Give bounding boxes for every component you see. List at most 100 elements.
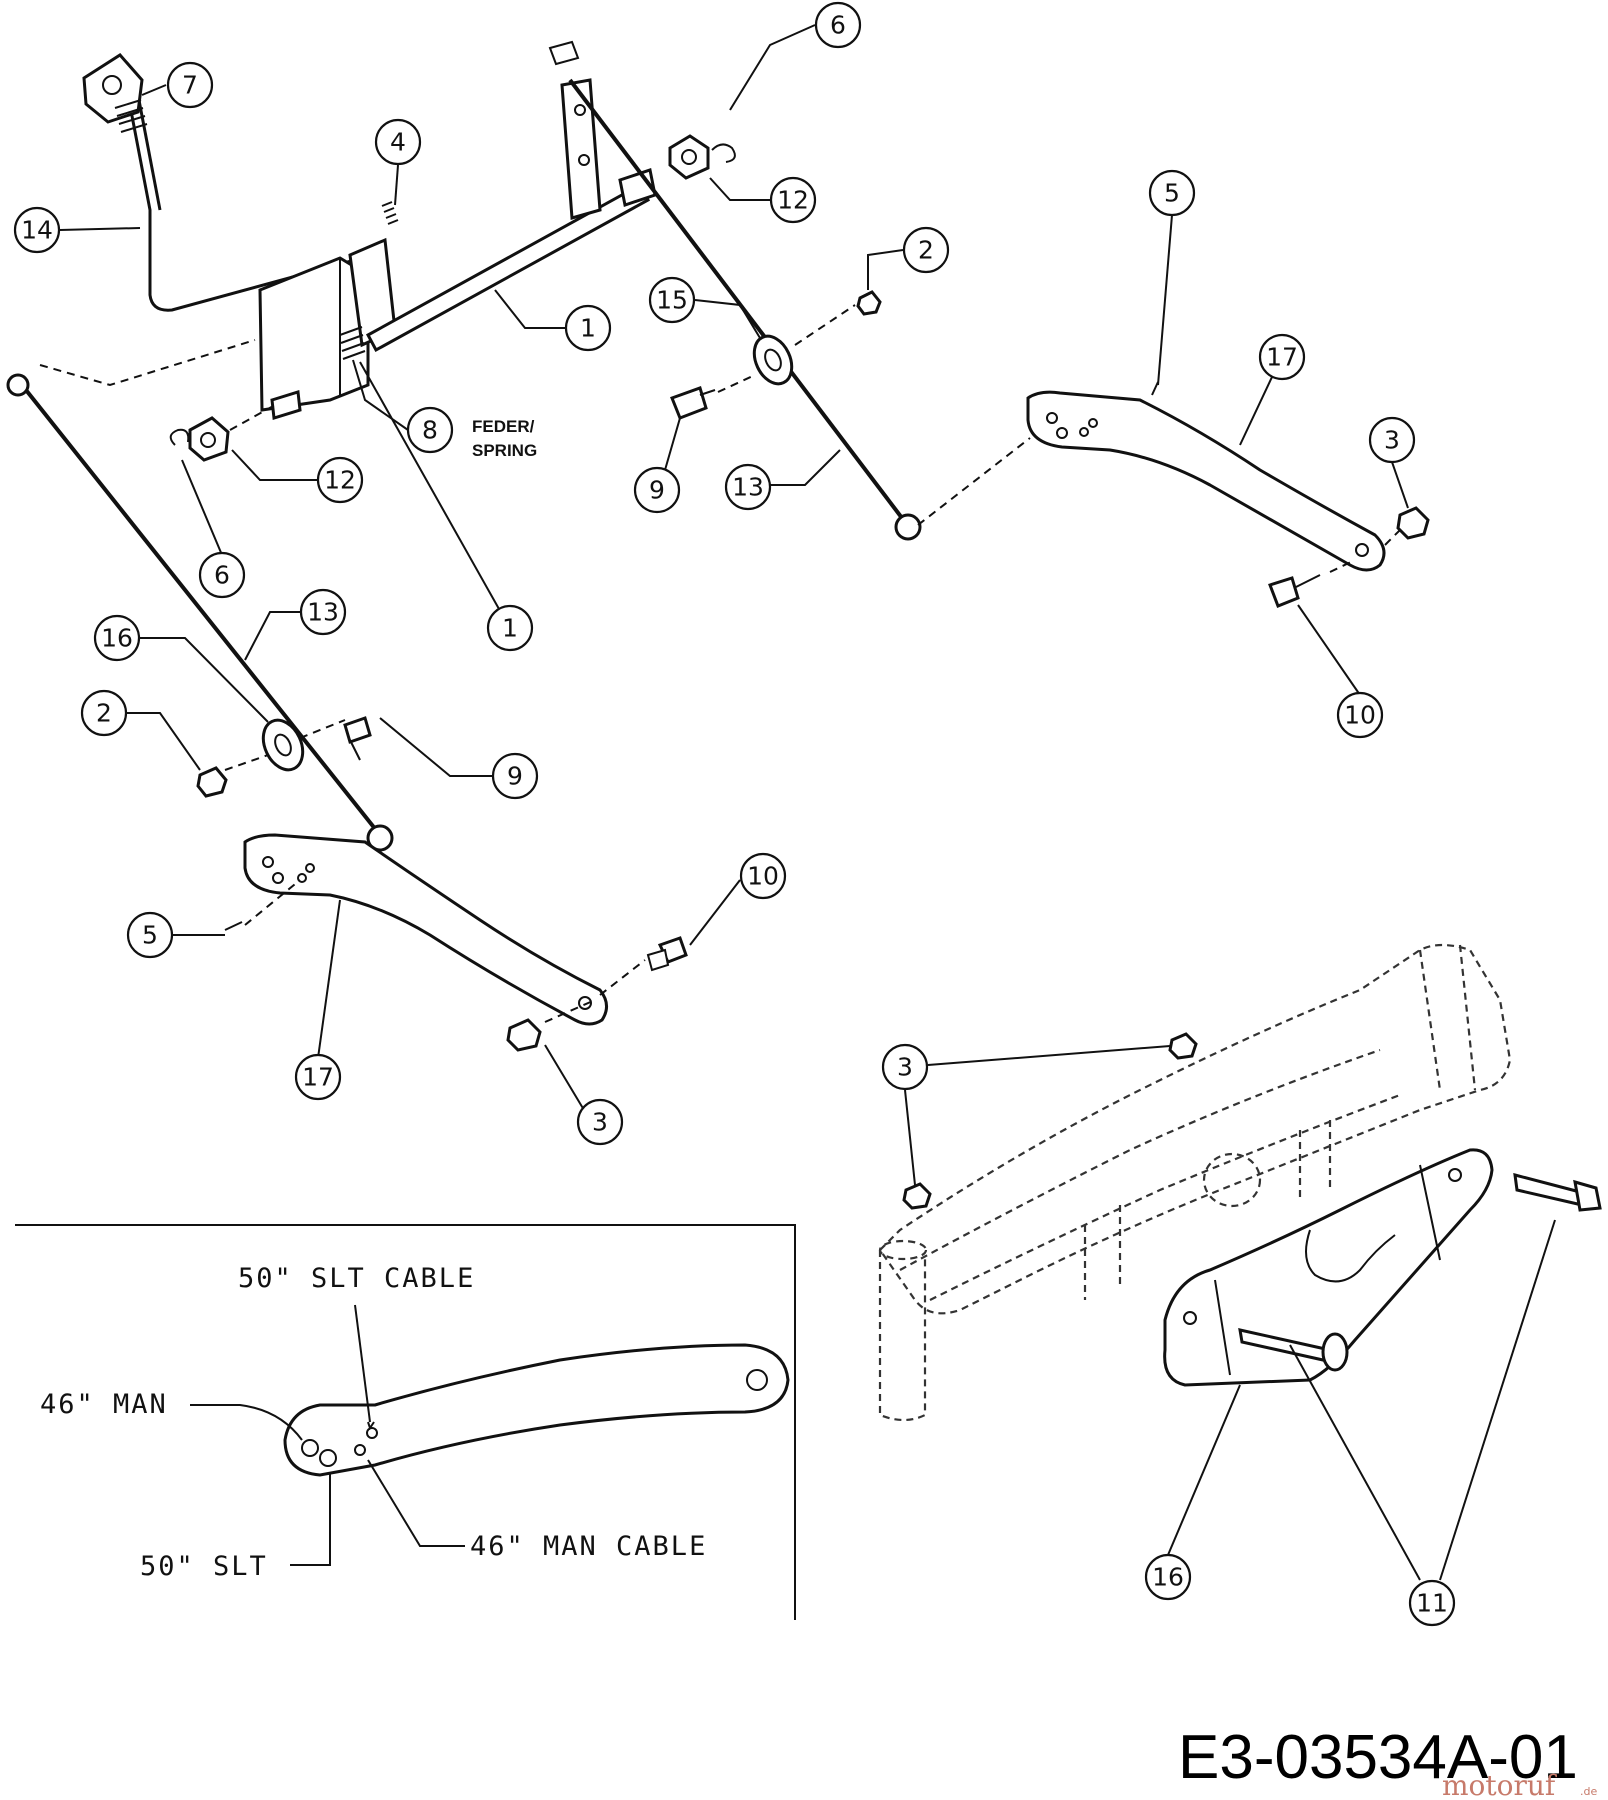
right-locknut (856, 290, 882, 316)
label-50-slt: 50" SLT (140, 1551, 268, 1582)
hole-50-slt (319, 1449, 337, 1467)
svg-text:1: 1 (580, 314, 596, 343)
right-cotter-pin (1151, 381, 1159, 396)
hole-46-man (301, 1439, 319, 1457)
svg-text:13: 13 (732, 473, 764, 502)
deck-hanger-assembly (878, 943, 1602, 1422)
svg-text:2: 2 (96, 699, 112, 728)
callout-5-left: 5 (126, 911, 174, 959)
callout-5-right: 5 (1148, 169, 1196, 217)
right-flange-nut (1396, 506, 1430, 540)
callout-13-left: 13 (299, 588, 347, 636)
label-46-man: 46" MAN (40, 1389, 168, 1420)
left-lift-link (243, 833, 608, 1026)
svg-text:8: 8 (422, 416, 438, 445)
handle-spring (114, 99, 148, 133)
left-shoulder-bolt (343, 716, 372, 744)
right-e-clip (711, 143, 736, 163)
lift-shaft (365, 182, 651, 353)
svg-text:12: 12 (777, 186, 809, 215)
inset-lift-link (283, 1343, 790, 1477)
callout-2-left: 2 (80, 689, 128, 737)
label-46-man-cable: 46" MAN CABLE (470, 1531, 707, 1562)
bracket-spring (339, 326, 366, 360)
svg-text:12: 12 (324, 466, 356, 495)
callout-14: 14 (13, 206, 61, 254)
svg-text:1: 1 (502, 614, 518, 643)
spring-label-line2: SPRING (472, 441, 537, 460)
svg-text:14: 14 (21, 216, 53, 245)
svg-text:17: 17 (302, 1063, 334, 1092)
callout-2-right: 2 (902, 226, 950, 274)
leader-lines (59, 24, 1556, 1581)
callout-11: 11 (1408, 1579, 1456, 1627)
svg-text:3: 3 (592, 1108, 608, 1137)
svg-text:6: 6 (214, 561, 230, 590)
svg-text:10: 10 (747, 862, 779, 891)
left-e-clip (169, 428, 190, 446)
svg-text:6: 6 (830, 11, 846, 40)
callout-13-right: 13 (724, 463, 772, 511)
svg-text:5: 5 (1164, 179, 1180, 208)
left-flange-nut (506, 1018, 542, 1052)
callouts: 7 14 4 6 12 2 1 15 8 1 12 6 9 13 5 17 3 … (13, 1, 1456, 1627)
callout-3-deck: 3 (881, 1043, 929, 1091)
hole-50-slt-cable (366, 1427, 378, 1439)
callout-4: 4 (374, 118, 422, 166)
svg-text:16: 16 (101, 624, 133, 653)
svg-text:11: 11 (1416, 1589, 1448, 1618)
right-lift-link (1026, 390, 1386, 572)
callout-9-left: 9 (491, 752, 539, 800)
callout-3-left: 3 (576, 1098, 624, 1146)
callout-15-right: 15 (648, 276, 696, 324)
right-shoulder-bolt (670, 386, 708, 420)
svg-text:9: 9 (649, 476, 665, 505)
hole-46-man-cable (354, 1444, 366, 1456)
spring-label-line1: FEDER/ (472, 417, 535, 436)
callout-17-right: 17 (1258, 333, 1306, 381)
callout-8: 8 (406, 406, 454, 454)
callout-7: 7 (166, 61, 214, 109)
left-lift-link-assembly (6, 373, 688, 1052)
callout-16: 16 (1144, 1553, 1192, 1601)
svg-text:3: 3 (897, 1053, 913, 1082)
label-50-slt-cable: 50" SLT CABLE (238, 1263, 475, 1294)
svg-text:7: 7 (182, 71, 198, 100)
lower-nut (902, 1182, 932, 1210)
callout-6-left: 6 (198, 551, 246, 599)
lift-handle-rod (126, 94, 356, 312)
callout-12-top: 12 (769, 176, 817, 224)
shaft-arm (560, 78, 602, 220)
svg-text:16: 16 (1152, 1563, 1184, 1592)
callout-1-upper: 1 (564, 304, 612, 352)
cable-position-inset: 50" SLT CABLE 46" MAN 50" SLT 46" MAN CA… (15, 1224, 796, 1620)
callout-9-right: 9 (633, 466, 681, 514)
svg-text:13: 13 (307, 598, 339, 627)
svg-text:10: 10 (1344, 701, 1376, 730)
svg-text:9: 9 (507, 762, 523, 791)
callout-1-lower: 1 (486, 604, 534, 652)
phantom-frame (878, 943, 1512, 1315)
right-flange-bolt (1268, 576, 1300, 608)
svg-text:17: 17 (1266, 343, 1298, 372)
left-cotter-pin (224, 921, 243, 931)
right-lift-link-assembly (568, 78, 1430, 608)
svg-text:2: 2 (918, 236, 934, 265)
left-locknut (196, 766, 228, 798)
watermark-suffix: .de (1580, 1785, 1597, 1798)
svg-text:4: 4 (390, 128, 406, 157)
left-lift-cable (20, 383, 382, 837)
callout-15-left: 16 (93, 614, 141, 662)
right-lift-cable (568, 78, 907, 524)
inset-border (15, 1224, 796, 1620)
callout-17-left: 17 (294, 1053, 342, 1101)
svg-text:5: 5 (142, 921, 158, 950)
drawing-number: E3-03534A-01 (1178, 1723, 1578, 1792)
callout-10-right: 10 (1336, 691, 1384, 739)
callout-10-left: 10 (739, 852, 787, 900)
small-spring (381, 201, 399, 225)
callout-6-top: 6 (814, 1, 862, 49)
loose-pin (1513, 1172, 1584, 1207)
lift-shaft-assembly (39, 40, 657, 420)
